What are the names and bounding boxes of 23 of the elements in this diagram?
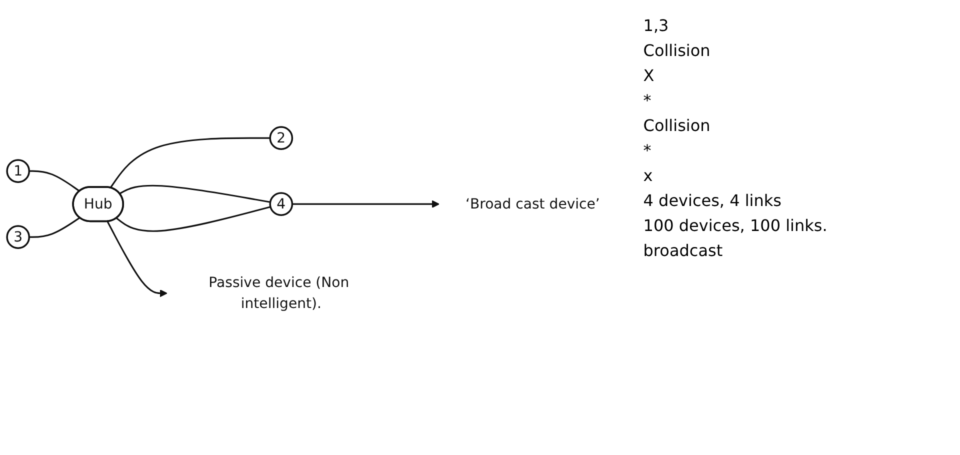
note-text: Collision xyxy=(643,41,712,60)
connector xyxy=(110,138,270,189)
note-text: X xyxy=(643,66,656,85)
node-circle: 2 xyxy=(269,126,294,150)
node-circle: 3 xyxy=(6,225,30,250)
note-text: 4 devices, 4 links xyxy=(643,191,782,210)
note-text: 1,3 xyxy=(643,16,670,35)
note-text: x xyxy=(643,166,654,185)
note-text: 100 devices, 100 links. xyxy=(643,216,828,235)
note-text: Collision xyxy=(643,116,712,135)
node-text: Passive device (Non intelligent). xyxy=(208,274,350,312)
arrow xyxy=(106,221,168,298)
connector xyxy=(119,185,270,204)
note-text: broadcast xyxy=(643,241,724,260)
arrow xyxy=(292,200,440,208)
connector xyxy=(29,170,80,192)
node-text: ‘Broad cast device’ xyxy=(466,196,600,212)
node-circle: 4 xyxy=(269,192,294,216)
connector xyxy=(29,217,80,238)
note-text: * xyxy=(643,141,652,160)
connector xyxy=(116,206,271,232)
node-circle: 1 xyxy=(6,159,30,184)
note-text: * xyxy=(643,91,652,110)
